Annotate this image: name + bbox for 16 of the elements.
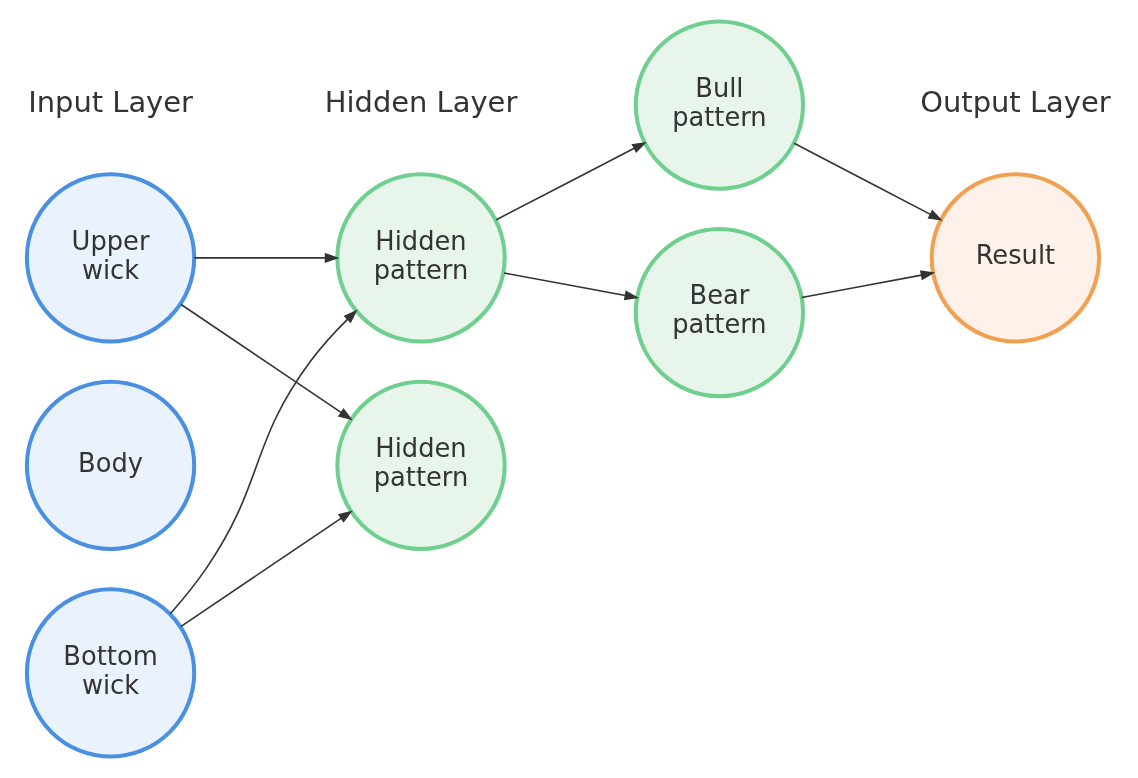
arrow: [193, 252, 340, 263]
arrow: [800, 270, 936, 299]
node-circle: Bear pattern: [633, 226, 806, 399]
node-circle: Body: [24, 379, 197, 552]
arrow: [495, 141, 647, 221]
label: Hidden Layer: [324, 85, 518, 120]
arrow: [169, 309, 358, 615]
label: Input Layer: [28, 85, 193, 120]
node-circle: Bottom wick: [24, 587, 197, 759]
node-circle: Upper wick: [24, 172, 197, 344]
arrow: [503, 272, 640, 301]
label: Output Layer: [920, 85, 1111, 120]
arrow: [793, 142, 943, 221]
node-circle: Hidden pattern: [335, 172, 507, 344]
arrow: [180, 303, 353, 421]
arrow: [180, 510, 353, 628]
